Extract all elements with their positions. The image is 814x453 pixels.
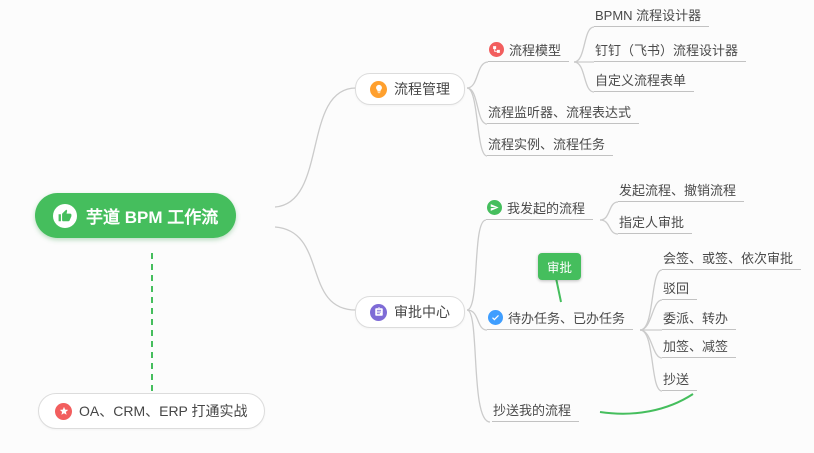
node-label: 会签、或签、依次审批 [663,251,794,266]
root-label: 芋道 BPM 工作流 [86,208,219,227]
node-process-model[interactable]: 流程模型 [488,41,570,62]
branch-label: 流程管理 [394,81,450,97]
node-cc-my-process[interactable]: 抄送我的流程 [492,401,580,422]
node-label: 委派、转办 [663,311,729,326]
node-dingtalk-designer[interactable]: 钉钉（飞书）流程设计器 [594,41,747,62]
node-label: 流程监听器、流程表达式 [488,105,632,120]
branch-label: 审批中心 [394,304,450,320]
node-label: 指定人审批 [619,215,685,230]
node-bpmn-designer[interactable]: BPMN 流程设计器 [594,6,710,27]
node-cc[interactable]: 抄送 [662,370,698,391]
lightbulb-icon [370,80,387,98]
node-oa-crm-erp-practice[interactable]: OA、CRM、ERP 打通实战 [38,393,265,429]
star-icon [55,402,72,420]
node-label: 加签、减签 [663,339,729,354]
flow-icon [489,42,504,57]
node-custom-form[interactable]: 自定义流程表单 [594,71,695,92]
node-add-remove-sign[interactable]: 加签、减签 [662,337,737,358]
node-label: 待办任务、已办任务 [508,311,626,326]
node-countersign[interactable]: 会签、或签、依次审批 [662,249,802,270]
thumbs-up-icon [53,203,77,228]
node-label: 自定义流程表单 [595,73,687,88]
clipboard-icon [370,303,387,321]
node-label: 钉钉（飞书）流程设计器 [595,43,739,58]
node-label: 流程模型 [509,43,562,58]
root-node[interactable]: 芋道 BPM 工作流 [35,193,237,238]
node-todo-done-tasks[interactable]: 待办任务、已办任务 [487,309,634,330]
check-icon [488,310,503,325]
node-label: OA、CRM、ERP 打通实战 [79,403,248,419]
node-label: 抄送我的流程 [493,403,572,418]
node-label: BPMN 流程设计器 [595,8,702,23]
node-instance-task[interactable]: 流程实例、流程任务 [487,135,614,156]
badge-label: 审批 [547,261,573,275]
node-label: 我发起的流程 [507,201,586,216]
branch-approval-center[interactable]: 审批中心 [355,296,465,328]
node-label: 驳回 [663,281,690,296]
branch-process-management[interactable]: 流程管理 [355,73,465,105]
node-label: 流程实例、流程任务 [488,137,606,152]
node-initiate-cancel[interactable]: 发起流程、撤销流程 [618,181,745,202]
node-label: 发起流程、撤销流程 [619,183,737,198]
node-reject[interactable]: 驳回 [662,279,698,300]
approval-relation-badge[interactable]: 审批 [538,253,582,280]
node-my-initiated[interactable]: 我发起的流程 [486,199,594,220]
node-listener-expression[interactable]: 流程监听器、流程表达式 [487,103,640,124]
node-label: 抄送 [663,372,690,387]
node-assignee-approval[interactable]: 指定人审批 [618,213,693,234]
send-icon [487,200,502,215]
node-delegate-transfer[interactable]: 委派、转办 [662,309,737,330]
